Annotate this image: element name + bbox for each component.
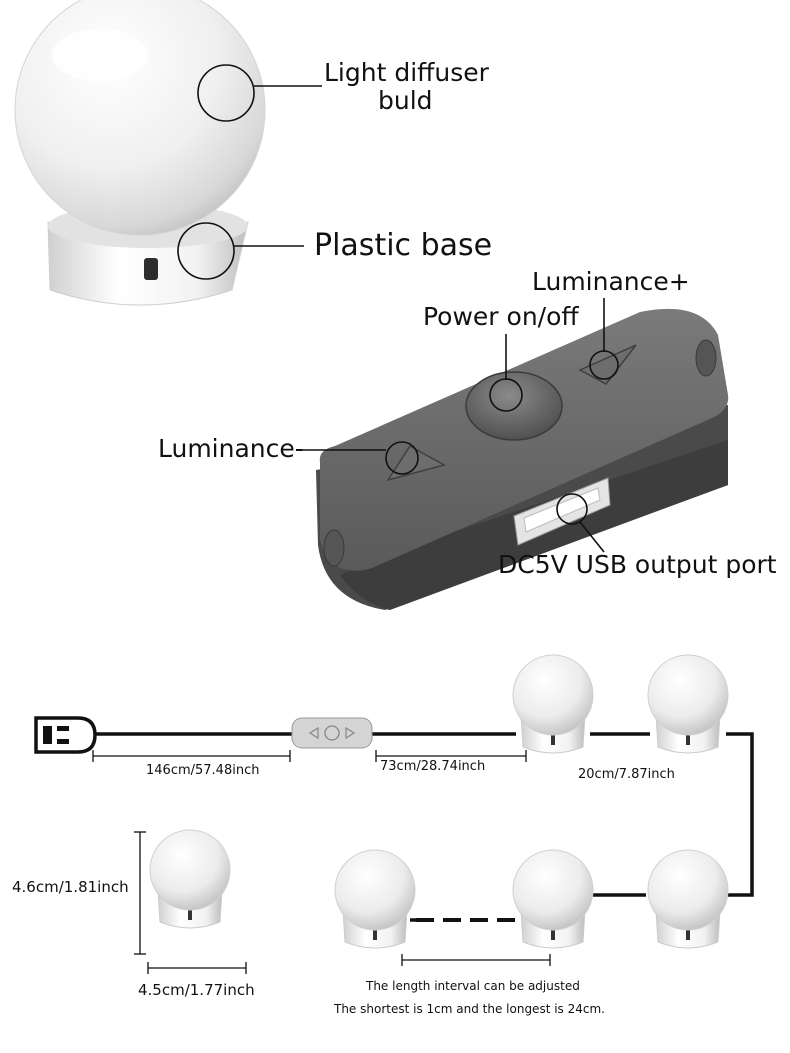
bulb-width-label: 4.5cm/1.77inch bbox=[138, 981, 255, 999]
large-bulb-globe bbox=[14, 0, 266, 236]
luminance-plus-label: Luminance+ bbox=[532, 267, 690, 296]
power-button bbox=[465, 371, 563, 441]
note-line2: The shortest is 1cm and the longest is 2… bbox=[334, 1002, 605, 1016]
power-label: Power on/off bbox=[423, 302, 579, 331]
switch-box bbox=[316, 308, 729, 610]
luminance-minus-label: Luminance- bbox=[158, 434, 304, 463]
diffuser-callout bbox=[197, 64, 322, 122]
diffuser-label-line1: Light diffuser bbox=[324, 58, 489, 87]
small-bulb bbox=[512, 654, 594, 754]
cable bbox=[95, 732, 754, 922]
bulb-height-label: 4.6cm/1.81inch bbox=[12, 878, 129, 896]
cable-length-label: 146cm/57.48inch bbox=[146, 763, 260, 778]
luminance-minus-button bbox=[386, 445, 446, 482]
usb-port-label: DC5V USB output port bbox=[498, 550, 777, 579]
dimension-lines bbox=[92, 750, 551, 974]
switch-length-label: 73cm/28.74inch bbox=[380, 759, 486, 774]
switch-callouts bbox=[296, 298, 619, 553]
base-callout bbox=[177, 222, 304, 280]
small-bulb bbox=[512, 849, 594, 949]
usb-plug-icon bbox=[34, 716, 97, 754]
plastic-base-label: Plastic base bbox=[314, 228, 493, 263]
inline-switch bbox=[291, 717, 373, 749]
large-bulb-slot bbox=[144, 258, 158, 280]
small-bulb bbox=[647, 654, 729, 754]
small-bulbs bbox=[149, 654, 729, 949]
small-bulb bbox=[647, 849, 729, 949]
small-bulb bbox=[149, 829, 231, 929]
small-bulb bbox=[334, 849, 416, 949]
large-bulb bbox=[14, 0, 266, 306]
note-line1: The length interval can be adjusted bbox=[366, 979, 580, 993]
bulb-spacing-label: 20cm/7.87inch bbox=[578, 767, 675, 782]
diffuser-label-line2: buld bbox=[378, 86, 433, 115]
